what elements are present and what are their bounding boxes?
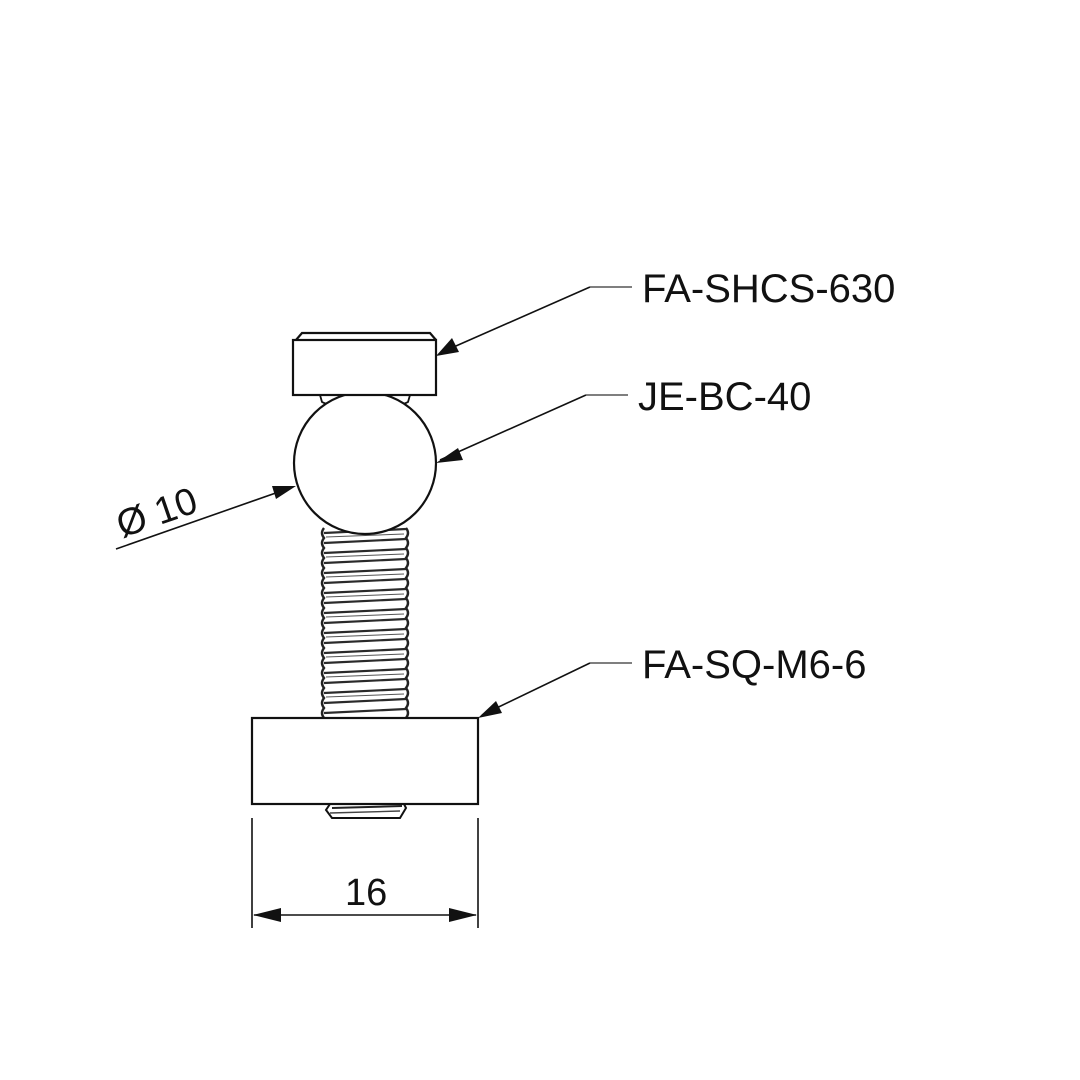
callout-shcs-label: FA-SHCS-630 (642, 267, 895, 311)
ball-joint (292, 390, 438, 536)
arrow-right-icon (449, 908, 477, 922)
square-nut (250, 716, 480, 806)
stud-tip (324, 803, 408, 819)
arrow-head-icon (478, 701, 502, 718)
callout-ball-label: JE-BC-40 (638, 375, 811, 419)
threaded-stud (320, 520, 410, 720)
callout-nut-label: FA-SQ-M6-6 (642, 643, 866, 687)
arrow-head-icon (272, 486, 296, 499)
arrow-head-icon (436, 448, 463, 463)
leader-nut (478, 662, 632, 718)
leader-ball (436, 394, 628, 463)
socket-head-cap-screw-head (291, 331, 438, 397)
leader-shcs (436, 286, 632, 356)
arrow-head-icon (436, 338, 459, 356)
diameter-label: Ø 10 (111, 480, 203, 547)
arrow-left-icon (253, 908, 281, 922)
width-label: 16 (345, 872, 387, 914)
diameter-dimension (115, 486, 296, 550)
width-dimension (251, 818, 479, 928)
